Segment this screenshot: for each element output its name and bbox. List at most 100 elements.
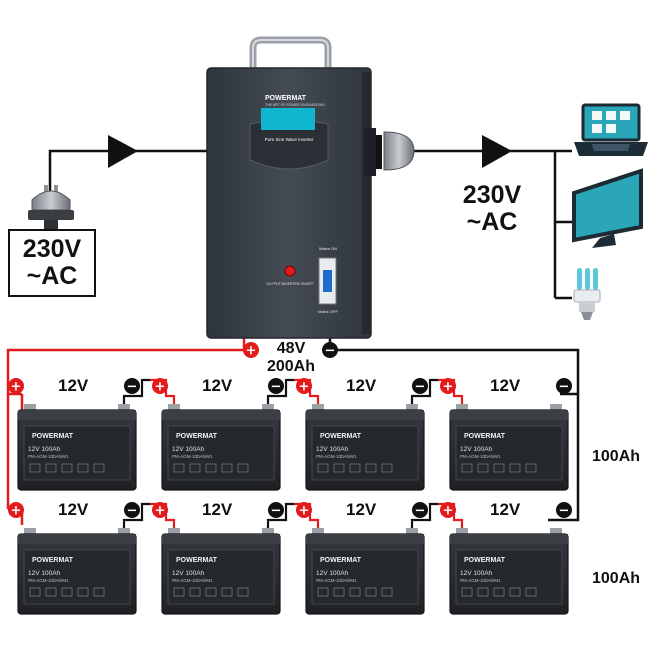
battery-label-detail bbox=[477, 463, 489, 473]
laptop-icon bbox=[574, 103, 648, 156]
battery-spec: 12V 100Ah bbox=[316, 570, 349, 577]
battery-positive-post bbox=[24, 528, 36, 536]
battery-label-detail bbox=[61, 463, 73, 473]
flow-arrow-icon bbox=[108, 135, 138, 168]
battery-brand: POWERMAT bbox=[320, 433, 362, 440]
series-link-negative bbox=[266, 502, 294, 528]
battery-label-detail bbox=[173, 587, 185, 597]
battery-label-detail bbox=[205, 587, 217, 597]
svg-text:−: − bbox=[415, 504, 426, 519]
svg-text:+: + bbox=[155, 380, 166, 395]
battery-label-detail bbox=[477, 587, 489, 597]
battery-spec: 12V 100Ah bbox=[316, 446, 349, 453]
battery-positive-post bbox=[168, 528, 180, 536]
positive-terminal: + bbox=[152, 378, 168, 395]
battery-label-detail bbox=[365, 463, 377, 473]
ac-input-label: 230V ~AC bbox=[8, 229, 96, 297]
battery-label-detail bbox=[29, 463, 41, 473]
battery-label-detail bbox=[509, 587, 521, 597]
ac-input-voltage: 230V bbox=[22, 235, 82, 263]
svg-text:+: + bbox=[11, 504, 22, 519]
system-capacity: 200Ah bbox=[266, 358, 316, 375]
battery-positive-post bbox=[456, 528, 468, 536]
row-2-capacity: 100Ah bbox=[592, 570, 641, 587]
negative-terminal: − bbox=[556, 378, 572, 395]
svg-text:+: + bbox=[443, 504, 454, 519]
inverter-unit bbox=[206, 36, 382, 339]
battery-label-detail bbox=[93, 587, 105, 597]
battery-spec: 12V 100Ah bbox=[172, 446, 205, 453]
battery-brand: POWERMAT bbox=[320, 557, 362, 564]
series-link-negative bbox=[266, 378, 294, 404]
row-1-capacity: 100Ah bbox=[592, 448, 641, 465]
negative-terminal: − bbox=[412, 502, 428, 519]
battery-voltage: 12V bbox=[490, 500, 521, 519]
inverter-tagline: THE ART OF POWER ENGINEERING bbox=[265, 103, 325, 107]
battery-positive-post bbox=[312, 404, 324, 412]
battery-positive-post bbox=[312, 528, 324, 536]
negative-terminal: − bbox=[268, 502, 284, 519]
battery-label-detail bbox=[381, 587, 393, 597]
svg-text:−: − bbox=[415, 380, 426, 395]
battery-label-detail bbox=[93, 463, 105, 473]
battery-brand: POWERMAT bbox=[176, 557, 218, 564]
series-link-negative bbox=[122, 502, 150, 528]
mains-on-label: Mains ON bbox=[319, 246, 337, 251]
plug-icon bbox=[28, 185, 74, 229]
battery-spec: 12V 100Ah bbox=[460, 570, 493, 577]
inverter-display-title: Pure Sine Wave Inverter bbox=[265, 137, 314, 142]
battery-positive-post bbox=[168, 404, 180, 412]
series-link-negative bbox=[410, 378, 438, 404]
battery-label-detail bbox=[461, 587, 473, 597]
battery-label-detail bbox=[237, 587, 249, 597]
battery-negative-post bbox=[118, 528, 130, 536]
series-link-negative bbox=[122, 378, 150, 404]
power-switch[interactable] bbox=[284, 265, 296, 277]
ac-output-wire bbox=[410, 135, 572, 300]
battery-label-detail bbox=[333, 587, 345, 597]
battery-label-detail bbox=[205, 463, 217, 473]
battery-model: PM-AGM-100Ah/M1 bbox=[28, 454, 69, 459]
inverter-brand: POWERMAT bbox=[265, 95, 307, 102]
battery-voltage: 12V bbox=[490, 376, 521, 395]
ac-output-type: ~AC bbox=[466, 208, 518, 236]
bulb-icon bbox=[573, 268, 601, 320]
battery-model: PM-AGM-100Ah/M1 bbox=[460, 578, 501, 583]
inverter-display bbox=[261, 108, 315, 130]
svg-text:+: + bbox=[299, 504, 310, 519]
battery-voltage: 12V bbox=[58, 500, 89, 519]
battery-label-detail bbox=[493, 463, 505, 473]
battery-label-detail bbox=[525, 463, 537, 473]
battery-label-detail bbox=[221, 463, 233, 473]
battery-brand: POWERMAT bbox=[32, 557, 74, 564]
battery-label-detail bbox=[189, 587, 201, 597]
battery-model: PM-AGM-100Ah/M1 bbox=[172, 454, 213, 459]
svg-text:−: − bbox=[271, 380, 282, 395]
battery-brand: POWERMAT bbox=[32, 433, 74, 440]
battery-label-detail bbox=[381, 463, 393, 473]
negative-terminal: − bbox=[556, 502, 572, 519]
battery-model: PM-AGM-100Ah/M1 bbox=[316, 578, 357, 583]
battery-label-detail bbox=[525, 587, 537, 597]
svg-text:+: + bbox=[443, 380, 454, 395]
system-negative-terminal: − bbox=[322, 342, 338, 359]
battery-model: PM-AGM-100Ah/M1 bbox=[28, 578, 69, 583]
battery-brand: POWERMAT bbox=[464, 433, 506, 440]
battery-positive-post bbox=[456, 404, 468, 412]
battery-label-detail bbox=[333, 463, 345, 473]
battery-label-detail bbox=[349, 463, 361, 473]
battery-positive-post bbox=[24, 404, 36, 412]
battery-model: PM-AGM-100Ah/M1 bbox=[460, 454, 501, 459]
system-voltage: 48V bbox=[276, 340, 306, 357]
svg-text:−: − bbox=[127, 504, 138, 519]
negative-terminal: − bbox=[124, 378, 140, 395]
svg-text:−: − bbox=[325, 344, 336, 359]
svg-text:+: + bbox=[246, 344, 257, 359]
battery-negative-post bbox=[550, 404, 562, 412]
system-positive-terminal: + bbox=[243, 342, 259, 359]
positive-terminal: + bbox=[152, 502, 168, 519]
svg-text:−: − bbox=[127, 380, 138, 395]
